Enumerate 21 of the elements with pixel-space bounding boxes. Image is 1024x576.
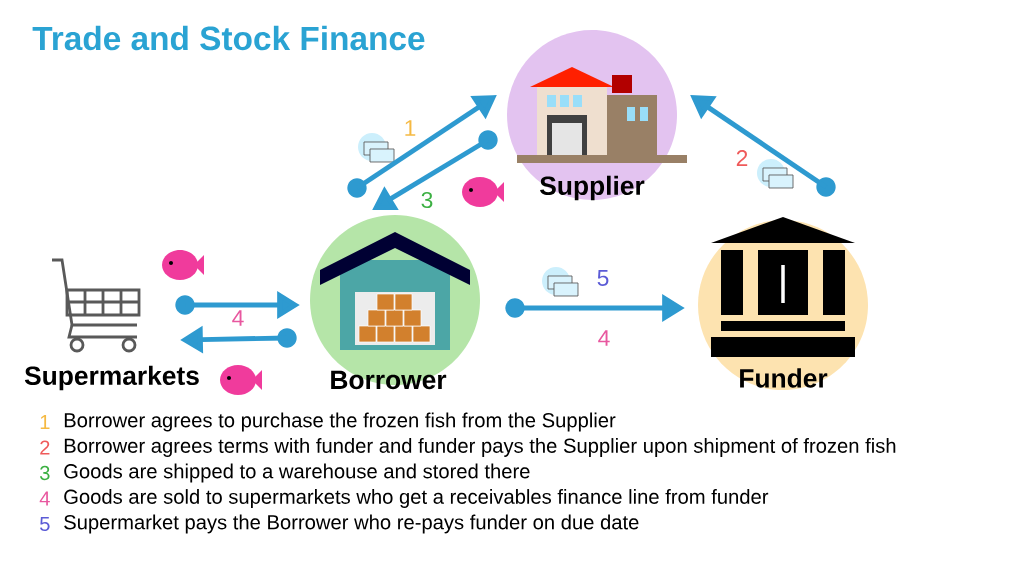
step-text: Goods are shipped to a warehouse and stored there: [64, 463, 530, 483]
edge-label: 1: [405, 120, 416, 136]
edge-label: 3: [421, 191, 433, 209]
step-number: 4: [39, 491, 50, 506]
node-label: Supplier: [540, 175, 645, 201]
step-text: Goods are sold to supermarkets who get a receivables finance line from funder: [64, 489, 769, 508]
step-text: Borrower agrees terms with funder and funder pays the Supplier upon shipment of frozen fish: [64, 438, 896, 457]
step-number: 2: [40, 440, 50, 455]
node-label: Borrower: [331, 370, 447, 390]
step-text: Supermarket pays the Borrower who re-pays funder on due date: [64, 514, 639, 534]
edge-label: 4: [232, 310, 244, 326]
step-text: Borrower agrees to purchase the frozen fish from the Supplier: [64, 412, 616, 432]
edge-label: 2: [736, 150, 748, 166]
edge-label: 5: [597, 270, 609, 286]
node-label: Funder: [740, 368, 828, 388]
title: Trade and Stock Finance: [32, 25, 425, 51]
step-number: 4: [598, 330, 610, 346]
step-number: 3: [40, 465, 50, 481]
step-number: 1: [40, 415, 50, 429]
step-number: 5: [40, 516, 50, 532]
node-label: Supermarkets: [24, 365, 199, 391]
